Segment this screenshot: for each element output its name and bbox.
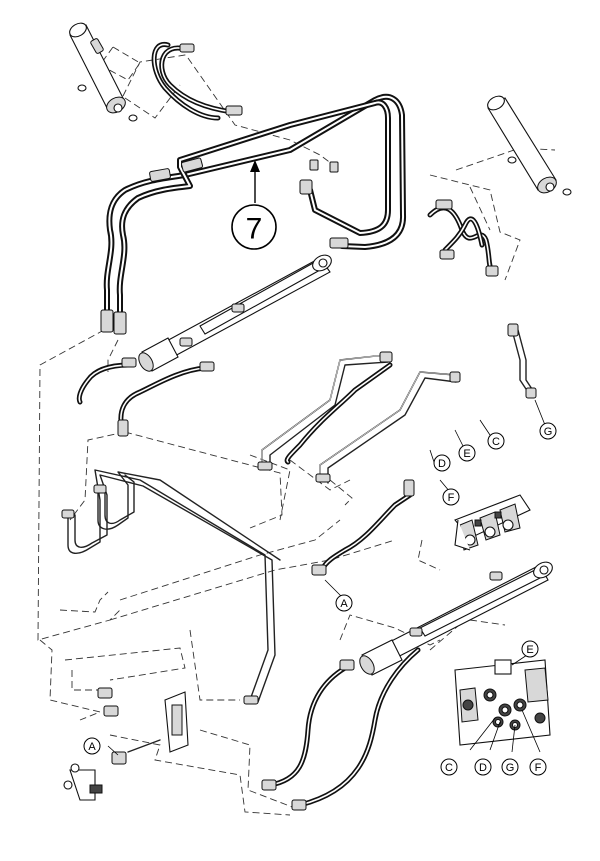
- top-right-hoses: [427, 199, 499, 277]
- callout-g-block: G: [501, 758, 519, 776]
- leader-lines: [107, 160, 546, 756]
- bottom-hoses: [261, 647, 421, 811]
- center-tubes: [257, 323, 537, 484]
- valve-block-detail: [454, 659, 551, 746]
- middle-cylinder: [138, 254, 332, 372]
- bottom-right-cylinder: [359, 561, 553, 676]
- top-right-cylinder: [487, 95, 572, 196]
- callout-f-tube: F: [442, 488, 460, 506]
- callout-f-block: F: [529, 758, 547, 776]
- callout-c-tube-label: C: [492, 436, 500, 448]
- callout-d-tube-label: D: [438, 458, 446, 470]
- callout-e-tube-label: E: [463, 448, 470, 460]
- main-loop-hose: [100, 93, 406, 335]
- left-bent-tubes: [61, 469, 281, 705]
- callout-f-block-label: F: [535, 762, 542, 774]
- middle-left-hose: [76, 357, 215, 437]
- callout-g-block-label: G: [506, 762, 515, 774]
- callout-g-tube-label: G: [544, 426, 553, 438]
- callout-e-block-label: E: [526, 644, 533, 656]
- callout-d-tube: D: [433, 454, 451, 472]
- callout-7-label: 7: [246, 213, 263, 246]
- center-hose-a: [284, 362, 415, 576]
- callout-c-tube: C: [487, 432, 505, 450]
- callout-f-tube-label: F: [448, 492, 455, 504]
- callout-a-valve-label: A: [88, 741, 96, 753]
- routing-guides: [37, 44, 556, 816]
- callout-a-hose: A: [335, 594, 353, 612]
- callout-a-valve: A: [83, 737, 101, 755]
- callout-a-hose-label: A: [340, 598, 348, 610]
- callout-c-block: C: [440, 758, 458, 776]
- callout-7: 7: [231, 204, 277, 250]
- callout-e-tube: E: [458, 444, 476, 462]
- top-left-hoses: [151, 42, 243, 121]
- callout-d-block: D: [474, 758, 492, 776]
- top-left-cylinder: [69, 22, 138, 122]
- callout-d-block-label: D: [479, 762, 487, 774]
- control-valve: [454, 494, 531, 551]
- bottom-left-bracket: [63, 687, 189, 801]
- callout-c-block-label: C: [445, 762, 453, 774]
- callout-g-tube: G: [539, 422, 557, 440]
- callout-e-block: E: [521, 640, 539, 658]
